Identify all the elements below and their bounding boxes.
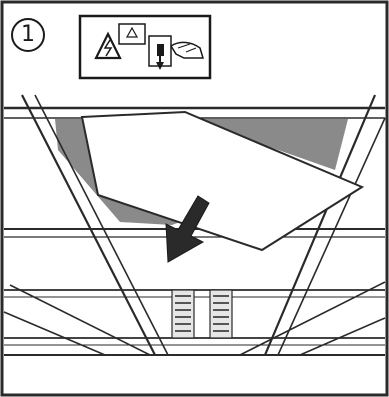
step-number: 1 (12, 19, 44, 51)
power-off-warning-icon (80, 16, 210, 78)
